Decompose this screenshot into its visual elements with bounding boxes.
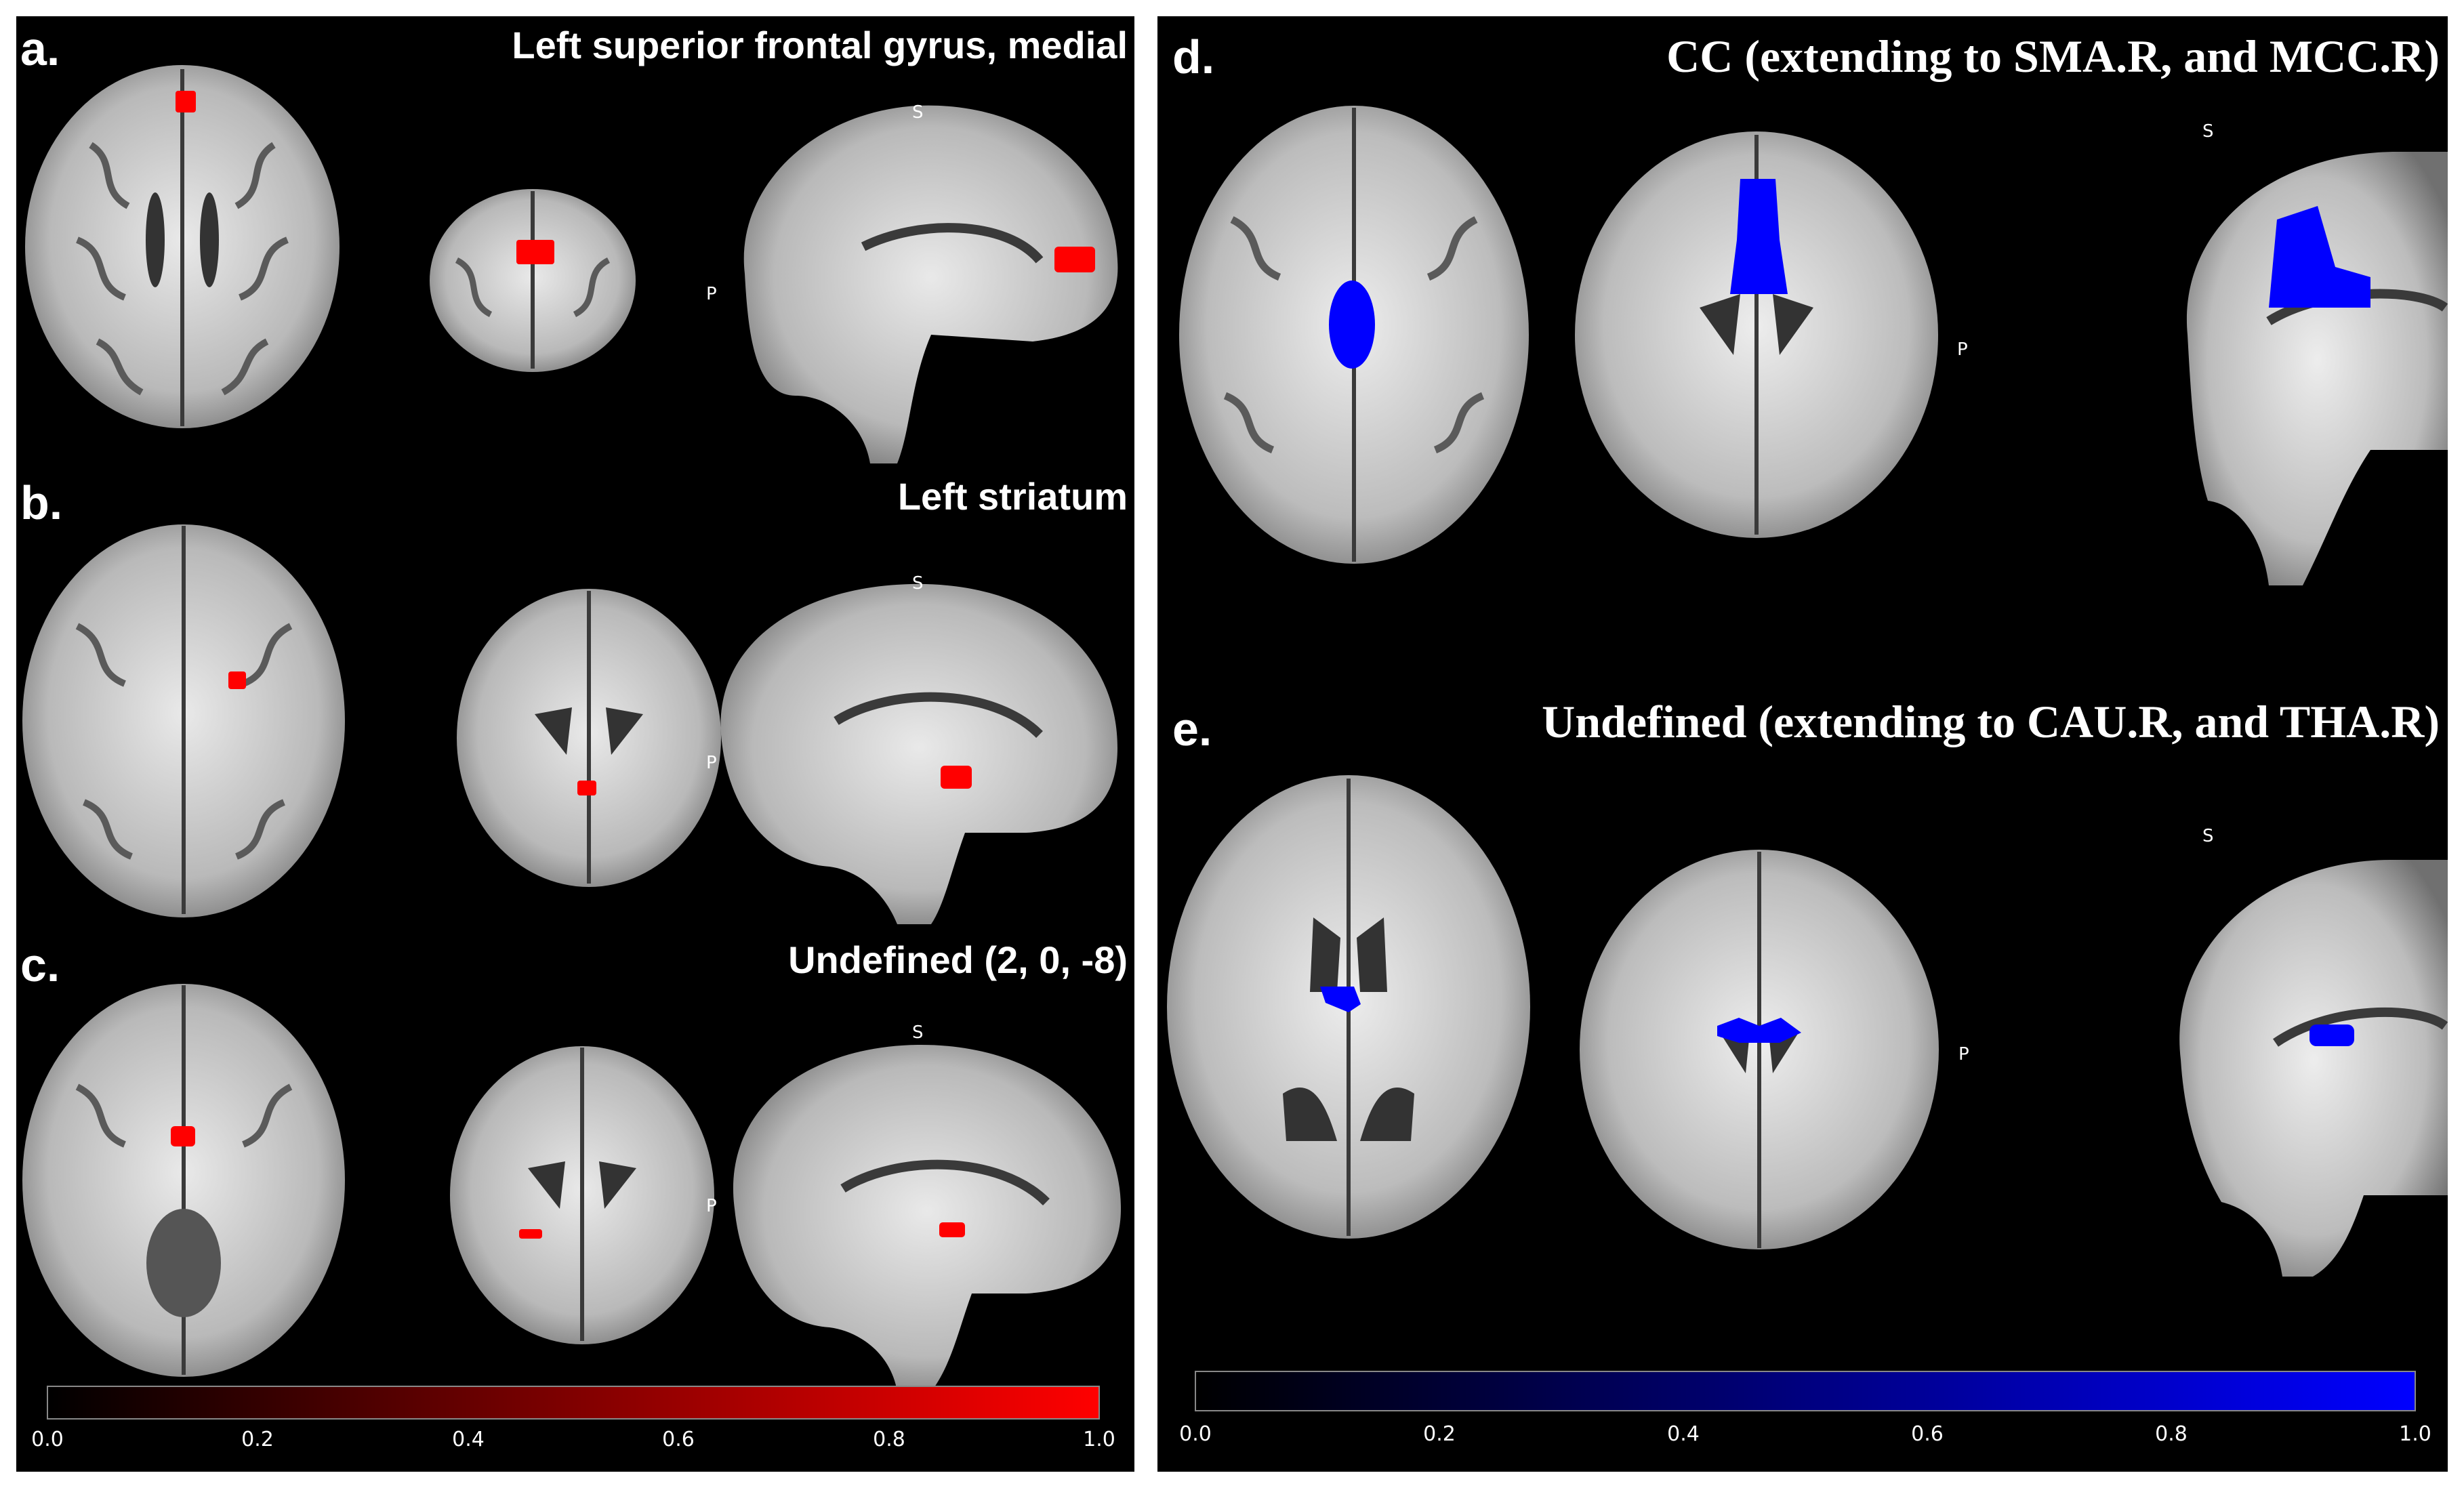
label-e: e. [1172,703,1212,756]
colorbar-blue-tick-4: 0.8 [2155,1422,2188,1446]
sagittal-slice-a [743,105,1118,463]
orientation-s-b: S [912,573,924,594]
axial-slice-e [1167,775,1530,1239]
colorbar-blue-tick-5: 1.0 [2399,1422,2431,1446]
colorbar-red-tick-5: 1.0 [1083,1428,1115,1451]
title-d: CC (extending to SMA.R, and MCC.R) [1666,30,2440,82]
orientation-p-c: P [706,1196,717,1216]
label-a: a. [20,22,60,75]
right-figure: d. CC (extending to SMA.R, and MCC.R) S … [1167,30,2448,1446]
colorbar-red-tick-0: 0.0 [31,1428,64,1451]
label-b: b. [20,476,62,529]
sagittal-slice-d [2186,152,2448,585]
orientation-s-e: S [2202,826,2214,846]
colorbar-red-tick-4: 0.8 [873,1428,905,1451]
panel-left: a. Left superior frontal gyrus, medial S… [16,16,1134,1472]
panel-right: d. CC (extending to SMA.R, and MCC.R) S … [1157,16,2448,1472]
coronal-slice-d [1575,131,1938,538]
colorbar-blue-tick-3: 0.6 [1911,1422,1944,1446]
coronal-slice-c [450,1046,714,1344]
orientation-p-d: P [1957,339,1968,360]
title-c: Undefined (2, 0, -8) [788,938,1128,981]
colorbar-red-tick-2: 0.4 [452,1428,485,1451]
orientation-p-a: P [706,284,717,304]
sagittal-slice-e [2179,860,2448,1277]
colorbar-blue-tick-1: 0.2 [1423,1422,1456,1446]
axial-slice-b [22,524,345,917]
label-c: c. [20,938,60,991]
label-d: d. [1172,30,1214,83]
colorbar-blue-tick-2: 0.4 [1667,1422,1700,1446]
orientation-s-d: S [2202,121,2214,142]
title-a: Left superior frontal gyrus, medial [512,24,1128,66]
coronal-slice-a [430,189,636,372]
axial-slice-a [25,65,340,428]
colorbar-red-tick-3: 0.6 [662,1428,695,1451]
orientation-s-c: S [912,1022,924,1043]
coronal-slice-b [457,589,721,887]
left-figure: a. Left superior frontal gyrus, medial S… [20,22,1128,1451]
axial-slice-d [1179,106,1529,564]
colorbar-red [47,1386,1100,1420]
colorbar-blue-tick-0: 0.0 [1179,1422,1212,1446]
sagittal-slice-c [733,1044,1121,1392]
title-b: Left striatum [898,475,1128,518]
colorbar-red-tick-1: 0.2 [241,1428,274,1451]
colorbar-blue [1195,1371,2416,1411]
orientation-p-b: P [706,753,717,773]
coronal-slice-e [1580,850,1939,1249]
axial-slice-c [22,984,345,1377]
sagittal-slice-b [720,583,1117,924]
orientation-p-e: P [1958,1044,1969,1064]
orientation-s-a: S [912,102,924,123]
title-e: Undefined (extending to CAU.R, and THA.R… [1542,696,2440,747]
